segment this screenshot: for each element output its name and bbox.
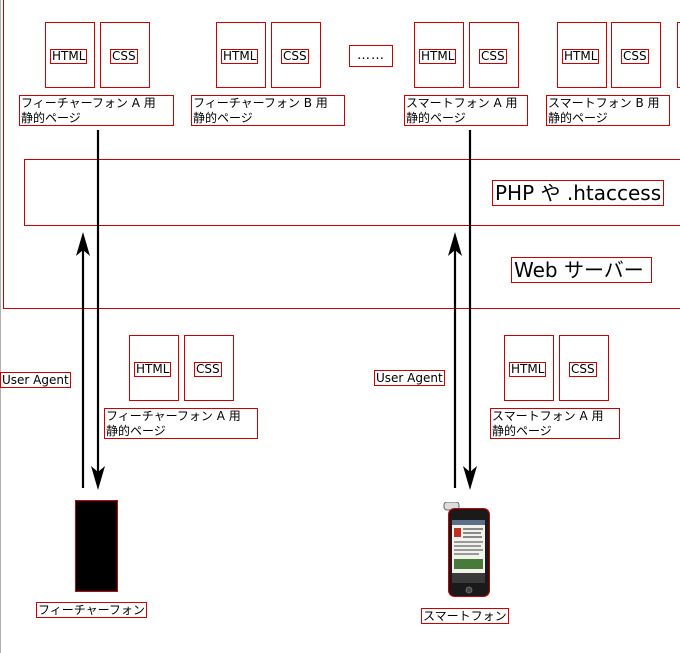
page-label-smart-a: スマートフォン A 用 静的ページ	[404, 95, 528, 126]
page-label-line2: 静的ページ	[193, 111, 253, 125]
page-label-line2: 静的ページ	[106, 424, 166, 438]
css-file-label: CSS	[281, 49, 309, 64]
phone-content-image	[454, 528, 461, 537]
html-file: HTML	[557, 22, 607, 88]
phone-content-banner	[454, 559, 483, 569]
device-label-text: スマートフォン	[423, 609, 507, 623]
delivered-page-label: スマートフォン A 用 静的ページ	[490, 408, 620, 439]
ellipsis-text: ……	[357, 48, 385, 63]
css-file-label: CSS	[479, 49, 507, 64]
html-file-label: HTML	[562, 49, 600, 64]
feature-phone-device	[75, 500, 118, 592]
web-server-box	[3, 0, 680, 309]
arrow-heads	[76, 232, 477, 490]
css-file: CSS	[469, 22, 519, 88]
page-label-line1: フィーチャーフォン A 用	[21, 96, 156, 110]
html-file: HTML	[129, 335, 179, 401]
html-file-partial	[677, 22, 680, 88]
page-label-line1: スマートフォン A 用	[492, 409, 604, 423]
arrow-head-down	[91, 466, 105, 490]
page-label-smart-b: スマートフォン B 用 静的ページ	[546, 95, 670, 126]
arrow-head-down	[463, 466, 477, 490]
css-file: CSS	[271, 22, 321, 88]
user-agent-text: User Agent	[2, 373, 69, 387]
arrow-head-up	[448, 232, 462, 256]
html-file: HTML	[504, 335, 554, 401]
phone-content-line	[463, 532, 481, 534]
page-label-line1: フィーチャーフォン B 用	[193, 96, 328, 110]
page-label-line1: スマートフォン B 用	[548, 96, 660, 110]
arrow-lines	[81, 130, 472, 488]
html-file: HTML	[414, 22, 464, 88]
css-file-label: CSS	[110, 49, 138, 64]
web-server-label: Web サーバー	[511, 257, 652, 283]
page-label-line1: スマートフォン A 用	[406, 96, 518, 110]
page-label-line2: 静的ページ	[406, 111, 466, 125]
page-label-feature-a: フィーチャーフォン A 用 静的ページ	[19, 95, 174, 126]
user-agent-text: User Agent	[376, 371, 443, 385]
arrow-head-up	[76, 232, 90, 256]
page-label-line2: 静的ページ	[21, 111, 81, 125]
frame-edge	[0, 0, 1, 653]
css-file: CSS	[184, 335, 234, 401]
phone-content-line	[454, 553, 479, 555]
html-file-label: HTML	[419, 49, 457, 64]
html-file-label: HTML	[134, 362, 172, 377]
device-label: フィーチャーフォン	[36, 602, 147, 618]
phone-content-line	[463, 536, 482, 538]
css-file: CSS	[559, 335, 609, 401]
page-label-line2: 静的ページ	[492, 424, 552, 438]
phone-content-line	[454, 549, 483, 551]
user-agent-label: User Agent	[374, 370, 445, 386]
html-file-label: HTML	[221, 49, 259, 64]
delivered-page-label: フィーチャーフォン A 用 静的ページ	[104, 408, 258, 439]
backend-label: PHP や .htaccess	[492, 180, 665, 206]
css-file-label: CSS	[194, 362, 222, 377]
web-server-label-text: Web サーバー	[514, 258, 644, 282]
home-button-icon	[465, 586, 473, 594]
html-file-label: HTML	[50, 49, 88, 64]
phone-content-line	[454, 541, 483, 543]
phone-toolbar	[452, 573, 485, 583]
phone-content-line	[463, 528, 483, 530]
html-file-label: HTML	[509, 362, 547, 377]
device-label-text: フィーチャーフォン	[38, 603, 145, 617]
css-file-label: CSS	[569, 362, 597, 377]
page-label-line1: フィーチャーフォン A 用	[106, 409, 241, 423]
ellipsis-box: ……	[349, 45, 393, 67]
phone-status-bar	[452, 520, 485, 525]
page-label-feature-b: フィーチャーフォン B 用 静的ページ	[191, 95, 345, 126]
device-label: スマートフォン	[421, 608, 509, 624]
html-file: HTML	[45, 22, 95, 88]
smartphone-device	[443, 502, 490, 597]
css-file-label: CSS	[621, 49, 649, 64]
css-file: CSS	[611, 22, 661, 88]
backend-box	[24, 159, 680, 226]
css-file: CSS	[100, 22, 150, 88]
page-label-line2: 静的ページ	[548, 111, 608, 125]
user-agent-label: User Agent	[0, 372, 71, 388]
html-file: HTML	[216, 22, 266, 88]
backend-label-text: PHP や .htaccess	[495, 181, 662, 205]
phone-content-line	[454, 545, 481, 547]
